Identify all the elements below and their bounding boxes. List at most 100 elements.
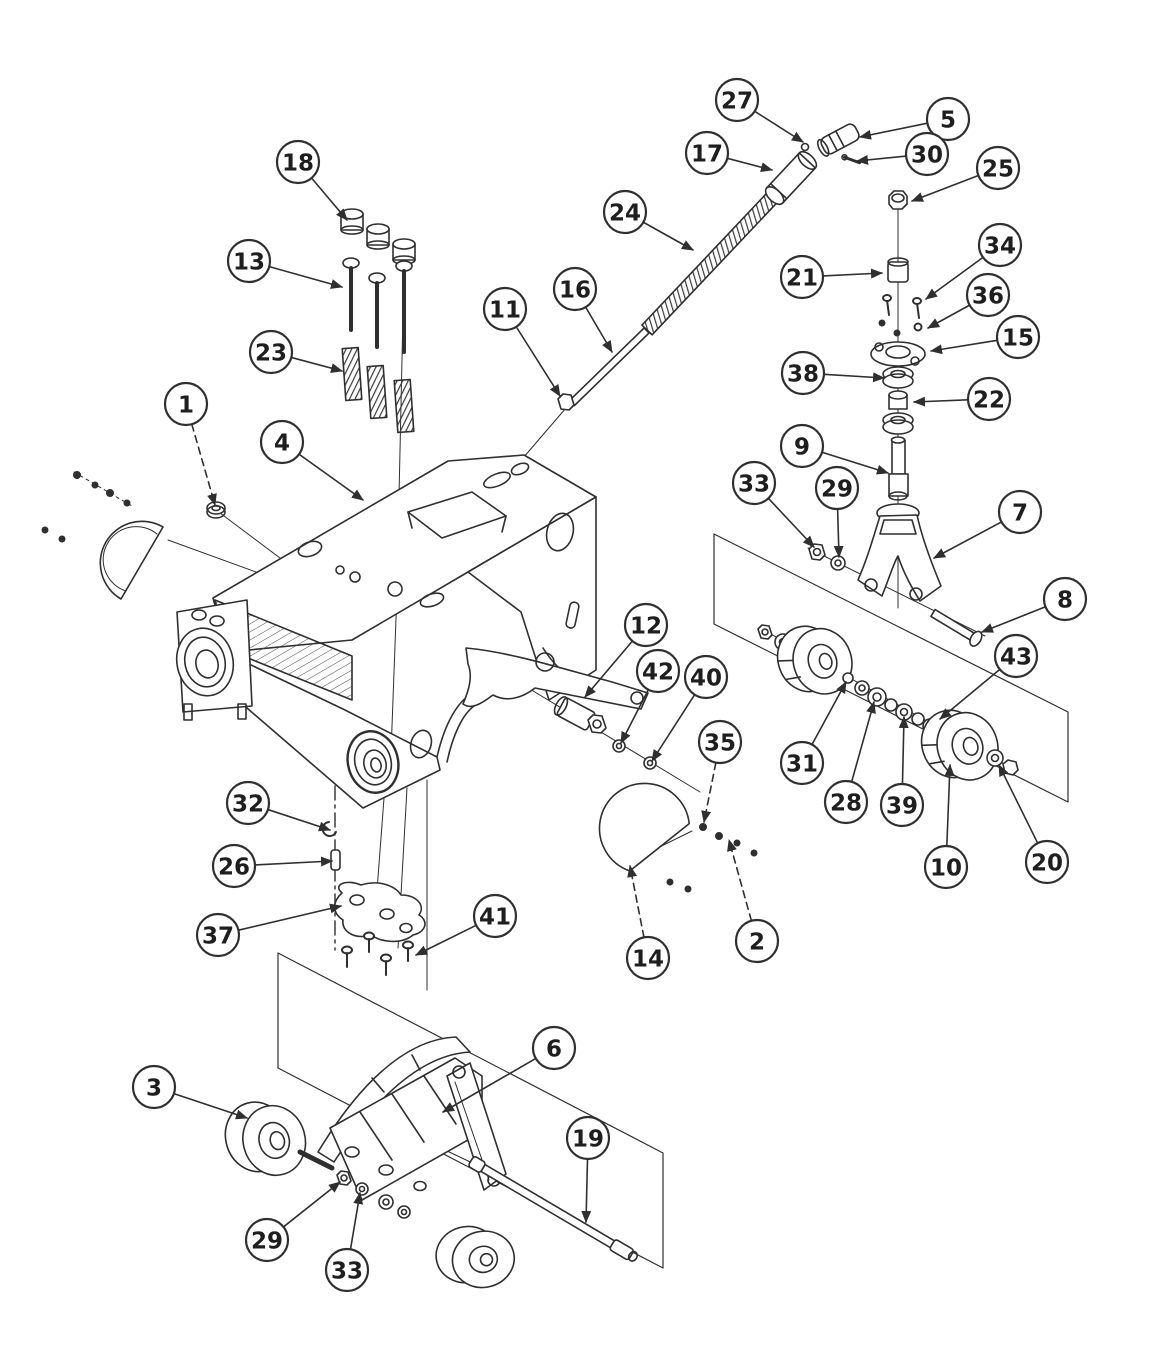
callout-35: 35 [697, 719, 743, 823]
callout-33b: 33 [324, 1192, 370, 1293]
balloon-circle-12 [623, 602, 669, 648]
left-deflector [41, 471, 226, 600]
callout-25: 25 [911, 145, 1021, 202]
leader-line-2 [727, 839, 753, 922]
clevis-pin-26 [330, 849, 341, 871]
balloon-circle-16 [552, 266, 598, 312]
callout-21: 21 [779, 254, 883, 300]
balloon-number-12: 12 [630, 613, 662, 639]
leader-line-20 [998, 764, 1039, 844]
balloon-circle-6 [531, 1025, 577, 1071]
reference-plane-right [713, 533, 1069, 803]
balloon-circle-29a [814, 465, 860, 511]
balloon-number-32: 32 [232, 791, 264, 817]
callout-16: 16 [552, 266, 613, 353]
leader-line-8 [981, 605, 1047, 633]
axle-washer-29 [830, 555, 846, 571]
balloon-circle-41 [472, 893, 518, 939]
balloon-number-2: 2 [749, 929, 765, 955]
leader-line-38 [823, 372, 885, 383]
bushing-21 [887, 261, 909, 283]
balloon-circle-40 [683, 654, 729, 700]
rod-nut [557, 393, 575, 411]
leader-line-10 [944, 764, 955, 847]
balloon-circle-15 [995, 314, 1041, 360]
leader-line-3 [173, 1092, 248, 1120]
bearing-38 [882, 366, 914, 389]
balloon-circle-25 [975, 145, 1021, 191]
balloon-number-28: 28 [830, 790, 862, 816]
balloon-number-4: 4 [274, 430, 290, 456]
balloon-number-7: 7 [1012, 500, 1028, 526]
balloon-number-25: 25 [982, 156, 1014, 182]
roller-bracket-assembly [224, 1036, 639, 1289]
balloon-circle-22 [966, 376, 1012, 422]
axle-nut-33 [808, 543, 826, 561]
axle-rod-19 [468, 1156, 639, 1262]
callout-24: 24 [602, 189, 694, 251]
callout-30: 30 [856, 131, 950, 177]
balloon-number-27: 27 [721, 88, 753, 114]
leader-line-6 [442, 1057, 537, 1113]
leader-line-33a [767, 497, 815, 548]
balloon-circle-5 [925, 96, 971, 142]
hex-bolt-25 [888, 190, 908, 210]
callout-34: 34 [925, 222, 1023, 300]
balloon-circle-19 [565, 1115, 611, 1161]
callout-11: 11 [482, 286, 561, 397]
leader-line-31 [811, 681, 847, 746]
balloon-number-30: 30 [911, 142, 943, 168]
balloon-number-39: 39 [886, 793, 918, 819]
balloon-number-22: 22 [973, 387, 1005, 413]
callout-42: 42 [620, 648, 681, 744]
trunnion-cylinder [764, 150, 818, 206]
balloon-circle-27 [714, 77, 760, 123]
balloon-number-24: 24 [609, 200, 641, 226]
balloon-number-11: 11 [489, 297, 521, 323]
balloon-number-38: 38 [787, 361, 819, 387]
leader-line-25 [911, 174, 980, 202]
callout-29b: 29 [244, 1181, 341, 1263]
leader-line-24 [642, 221, 694, 251]
balloon-number-23: 23 [255, 340, 287, 366]
callout-27: 27 [714, 77, 804, 143]
balloon-circle-3 [131, 1064, 177, 1110]
balloon-circle-35 [697, 719, 743, 765]
balloon-circle-39 [879, 782, 925, 828]
callout-41: 41 [415, 893, 518, 956]
balloon-number-14: 14 [632, 946, 664, 972]
leader-line-22 [913, 396, 969, 407]
balloon-circle-38 [780, 350, 826, 396]
balloon-number-3: 3 [146, 1075, 162, 1101]
leader-line-14 [627, 865, 645, 939]
balloon-circle-7 [997, 489, 1043, 535]
balloon-circle-30 [904, 131, 950, 177]
callout-18: 18 [275, 139, 348, 221]
leader-line-41 [415, 924, 477, 956]
caster-spindle-assembly [808, 190, 983, 647]
leader-line-27 [753, 110, 804, 143]
callout-26: 26 [211, 843, 333, 889]
balloon-circle-36 [965, 272, 1011, 318]
balloon-number-37: 37 [202, 923, 234, 949]
balloon-circle-4 [259, 419, 305, 465]
leader-line-32 [267, 808, 331, 832]
leader-line-1 [190, 423, 217, 506]
balloon-circle-42 [635, 648, 681, 694]
callout-17: 17 [684, 130, 773, 176]
leader-line-15 [930, 339, 999, 355]
callout-28: 28 [823, 701, 876, 825]
balloon-circle-8 [1042, 576, 1088, 622]
balloon-circle-23 [248, 329, 294, 375]
callout-2: 2 [727, 839, 780, 964]
callout-15: 15 [930, 314, 1041, 360]
leader-line-18 [310, 177, 348, 221]
leader-line-29b [282, 1181, 341, 1228]
balloon-number-8: 8 [1057, 587, 1073, 613]
balloon-circle-33a [731, 460, 777, 506]
callout-19: 19 [565, 1115, 611, 1223]
balloon-circle-43 [993, 633, 1039, 679]
balloon-number-18: 18 [282, 150, 314, 176]
